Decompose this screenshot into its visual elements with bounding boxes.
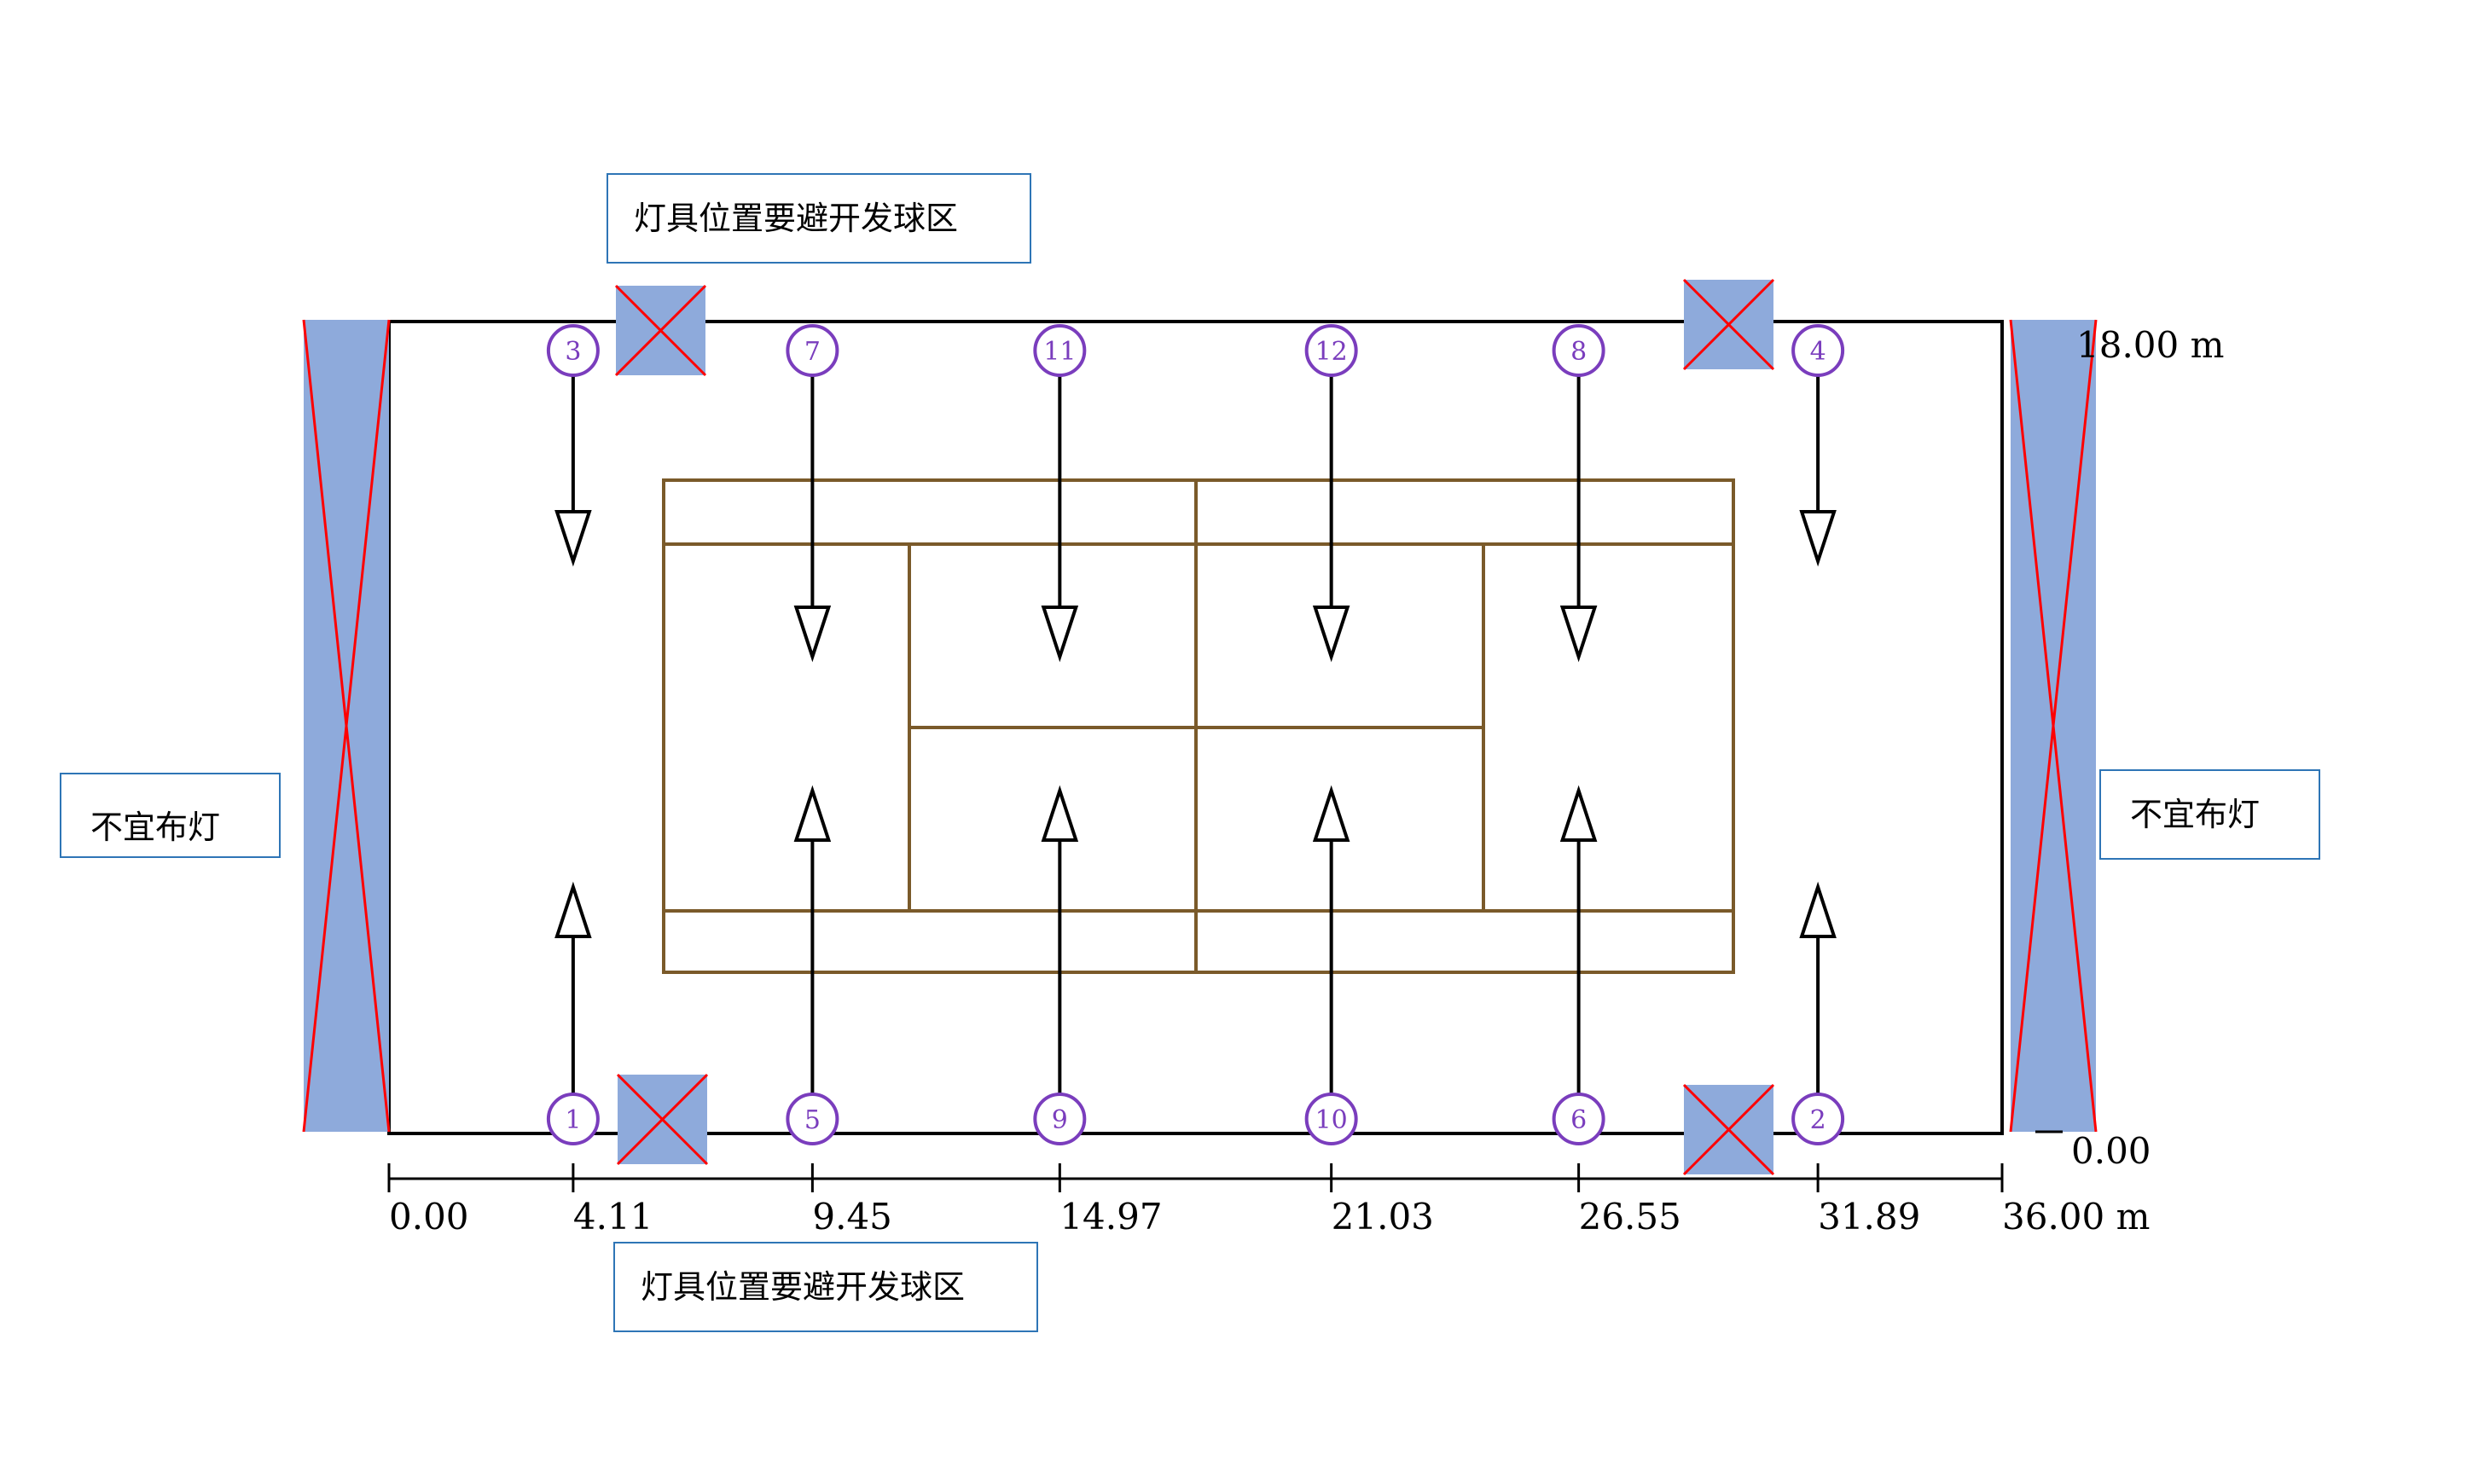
lamp-marker — [786, 1093, 839, 1145]
serve-zone-block-top-left — [614, 284, 707, 377]
tennis-court — [662, 478, 1735, 974]
callout-no-light-left: 不宜布灯 — [60, 773, 281, 858]
lamp-number: 6 — [1570, 1105, 1587, 1135]
lamp-7: 7 — [786, 324, 839, 663]
aim-arrow-head — [1559, 785, 1598, 842]
serve-zone-block-bottom-right — [1682, 1083, 1775, 1176]
lamp-marker — [1033, 1093, 1087, 1145]
lamp-3: 3 — [546, 324, 600, 567]
lamp-number: 2 — [1810, 1105, 1826, 1135]
aim-arrow-head — [1799, 510, 1837, 567]
aim-arrow-head — [1799, 881, 1837, 938]
lamp-number: 3 — [565, 337, 581, 367]
y-top-label: 18.00 m — [2076, 324, 2224, 366]
lamp-number: 11 — [1043, 337, 1076, 367]
serve-zone-block-top-right — [1682, 278, 1775, 371]
aim-arrow-head — [1312, 606, 1350, 663]
lamp-12: 12 — [1304, 324, 1358, 663]
lamp-marker — [1552, 324, 1605, 377]
dimension-label: 26.55 — [1579, 1196, 1681, 1238]
lamp-marker — [1791, 1093, 1845, 1145]
lamp-marker — [786, 324, 839, 377]
lamp-marker — [546, 324, 600, 377]
aim-arrow-head — [1041, 785, 1079, 842]
lamp-marker — [546, 1093, 600, 1145]
lamp-number: 1 — [565, 1105, 581, 1135]
lamp-number: 12 — [1315, 337, 1348, 367]
callout-avoid-serve-zone-top: 灯具位置要避开发球区 — [607, 173, 1031, 264]
dimension-label: 36.00 m — [2002, 1196, 2150, 1238]
dimension-line: 0.00 4.11 9.45 14.97 21.03 26.55 31.89 36.00 m — [387, 1163, 2150, 1238]
serve-zone-block-bottom-left — [616, 1073, 709, 1166]
dimension-label: 0.00 — [389, 1196, 469, 1238]
dimension-label: 9.45 — [812, 1196, 892, 1238]
y-bottom-label: 0.00 — [2071, 1130, 2151, 1172]
lamp-10: 10 — [1304, 785, 1358, 1145]
left-no-light-zone — [302, 319, 391, 1133]
lamp-4: 4 — [1791, 324, 1845, 567]
dimension-label: 14.97 — [1059, 1196, 1162, 1238]
aim-arrow-head — [554, 881, 592, 938]
lamp-number: 10 — [1315, 1105, 1348, 1135]
aim-arrow-head — [793, 606, 832, 663]
lamp-marker — [1304, 1093, 1358, 1145]
dimension-label: 4.11 — [573, 1196, 653, 1238]
lamp-number: 5 — [804, 1105, 821, 1135]
lamp-5: 5 — [786, 785, 839, 1145]
lamp-number: 7 — [804, 337, 821, 367]
aim-arrow-head — [1312, 785, 1350, 842]
lamp-marker — [1791, 324, 1845, 377]
dimension-label: 31.89 — [1818, 1196, 1920, 1238]
lamp-marker — [1033, 324, 1087, 377]
lamp-9: 9 — [1033, 785, 1087, 1145]
lamp-8: 8 — [1552, 324, 1605, 663]
lamp-6: 6 — [1552, 785, 1605, 1145]
lamp-1: 1 — [546, 881, 600, 1145]
lamp-marker — [1304, 324, 1358, 377]
lamp-2: 2 — [1791, 881, 1845, 1145]
lamp-number: 9 — [1052, 1105, 1068, 1135]
callout-no-light-right: 不宜布灯 — [2099, 769, 2320, 860]
lamp-number: 8 — [1570, 337, 1587, 367]
lamps-layer: 3 7 11 12 8 4 1 5 9 10 6 2 — [546, 324, 1845, 1145]
lamp-number: 4 — [1810, 337, 1826, 367]
right-no-light-zone — [2009, 319, 2098, 1133]
aim-arrow-head — [1559, 606, 1598, 663]
aim-arrow-head — [1041, 606, 1079, 663]
dimension-label: 21.03 — [1332, 1196, 1434, 1238]
aim-arrow-head — [793, 785, 832, 842]
lamp-11: 11 — [1033, 324, 1087, 663]
aim-arrow-head — [554, 510, 592, 567]
callout-avoid-serve-zone-bottom: 灯具位置要避开发球区 — [613, 1242, 1038, 1332]
lamp-marker — [1552, 1093, 1605, 1145]
